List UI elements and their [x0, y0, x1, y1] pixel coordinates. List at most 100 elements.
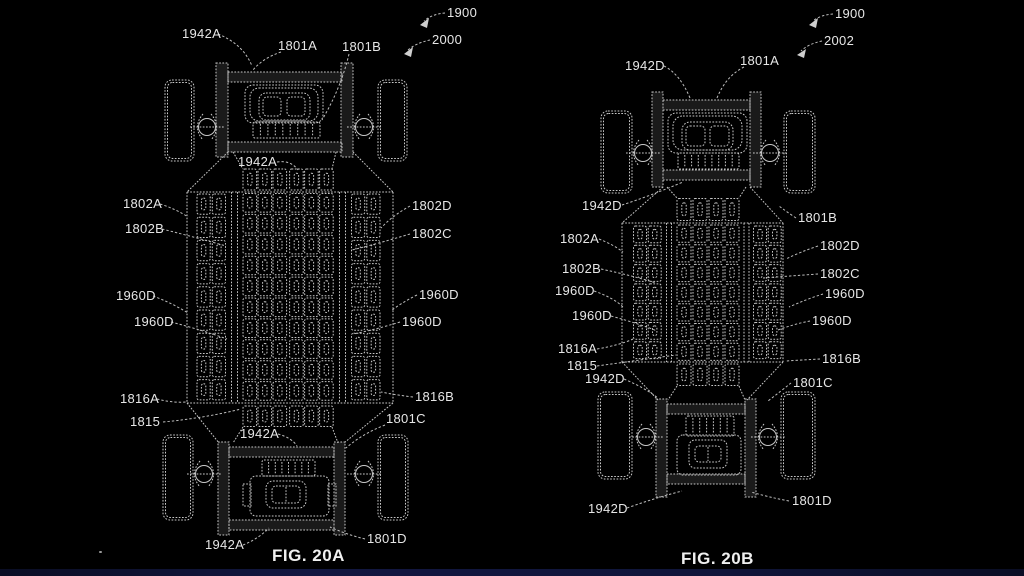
battery-cell [304, 276, 319, 297]
rear-drive-unit-a [242, 459, 337, 517]
battery-cell-terminal [262, 172, 268, 186]
battery-cell-terminal [370, 267, 377, 281]
battery-cell-terminal [757, 286, 763, 298]
battery-cell [633, 264, 647, 282]
battery-cell [257, 405, 273, 427]
battery-cell [676, 283, 692, 302]
front-drive-unit-b [667, 112, 748, 170]
ref-1802b: 1802B [562, 261, 601, 276]
battery-cell [647, 302, 662, 321]
battery-cell-terminal [697, 247, 703, 259]
ref-1816b: 1816B [415, 389, 454, 404]
battery-cell [366, 309, 381, 331]
battery-cell [196, 355, 211, 378]
battery-cell-terminal [697, 202, 703, 217]
battery-cell-terminal [323, 196, 330, 209]
battery-cell [753, 322, 767, 340]
battery-cell [319, 234, 334, 255]
battery-grid-center-b [676, 224, 740, 361]
battery-cell-terminal [652, 325, 658, 337]
motor-fins [677, 152, 740, 170]
battery-cell [676, 244, 692, 263]
wheel [162, 434, 194, 521]
battery-cell-terminal [277, 172, 283, 186]
battery-cell-terminal [308, 196, 315, 209]
axle-knuckle [347, 460, 381, 488]
battery-cell [753, 225, 767, 244]
leader-1802a [159, 203, 189, 218]
battery-cell-terminal [308, 217, 315, 230]
front-cross-top [227, 71, 343, 83]
ref-1802c: 1802C [820, 266, 860, 281]
battery-cell [272, 234, 288, 255]
battery-cell [242, 339, 258, 359]
battery-cell-terminal [681, 306, 687, 318]
battery-cell [753, 264, 767, 282]
leader-1801c [345, 424, 386, 449]
ref-1942a-lowmid: 1942A [240, 426, 279, 441]
leader-1802d [380, 205, 411, 229]
battery-cell [196, 239, 211, 262]
battery-cell-terminal [277, 384, 283, 397]
battery-cell [724, 323, 740, 342]
battery-cell-terminal [247, 409, 253, 423]
battery-cell [319, 193, 334, 213]
battery-cell-terminal [247, 217, 253, 230]
battery-cell [211, 263, 227, 285]
battery-cell-terminal [355, 360, 361, 373]
battery-cell-terminal [370, 336, 377, 350]
battery-cell-terminal [293, 280, 300, 293]
battery-cell [257, 276, 273, 297]
leader-1960d-l1 [593, 290, 624, 308]
battery-cell [692, 244, 708, 263]
battery-cell [242, 255, 258, 276]
ref-1802d: 1802D [820, 238, 860, 253]
leader-1960d-l2 [610, 315, 658, 332]
battery-cell-terminal [697, 326, 703, 338]
battery-cell-terminal [757, 344, 763, 356]
battery-cell [647, 283, 662, 302]
battery-cell [676, 363, 692, 386]
battery-cell-terminal [729, 326, 735, 338]
battery-cell-terminal [308, 238, 315, 251]
battery-cell-terminal [277, 259, 283, 272]
battery-cell-terminal [200, 267, 207, 281]
battery-cell-terminal [355, 383, 361, 397]
leader-1942d-lowmid [623, 378, 659, 399]
rear-rail-right [333, 441, 346, 536]
battery-cell [257, 297, 273, 318]
battery-column-right-b [753, 225, 782, 360]
battery-cell-terminal [293, 409, 300, 423]
battery-cell-terminal [729, 202, 735, 217]
battery-cell [319, 381, 334, 401]
axle-knuckle [187, 460, 221, 488]
battery-cell [319, 276, 334, 297]
leader-1801c [767, 382, 792, 402]
battery-cell [304, 168, 319, 191]
ref-1960d-r2: 1960D [402, 314, 442, 329]
battery-cell [242, 405, 258, 427]
battery-cell [319, 318, 334, 338]
leader-1942d-top [663, 65, 691, 99]
battery-cell [272, 255, 288, 276]
battery-cell [767, 341, 782, 360]
ref-1942a-bottom: 1942A [205, 537, 244, 552]
battery-cell [753, 302, 767, 321]
battery-cell-terminal [308, 280, 315, 293]
battery-cell-terminal [323, 301, 330, 314]
battery-cell [257, 339, 273, 359]
battery-cell-terminal [216, 197, 222, 211]
battery-cell-terminal [247, 238, 253, 251]
front-cross-top [662, 99, 751, 111]
ref-1815: 1815 [130, 414, 160, 429]
battery-cell-terminal [637, 267, 643, 279]
battery-cell [647, 264, 662, 282]
ref-1816a: 1816A [120, 391, 159, 406]
battery-cell [692, 303, 708, 322]
battery-cell-terminal [323, 322, 330, 334]
front-drive-unit-a [244, 84, 324, 139]
battery-column-left-a [196, 193, 227, 401]
battery-cell-terminal [652, 267, 658, 279]
battery-cell-terminal [308, 322, 315, 334]
